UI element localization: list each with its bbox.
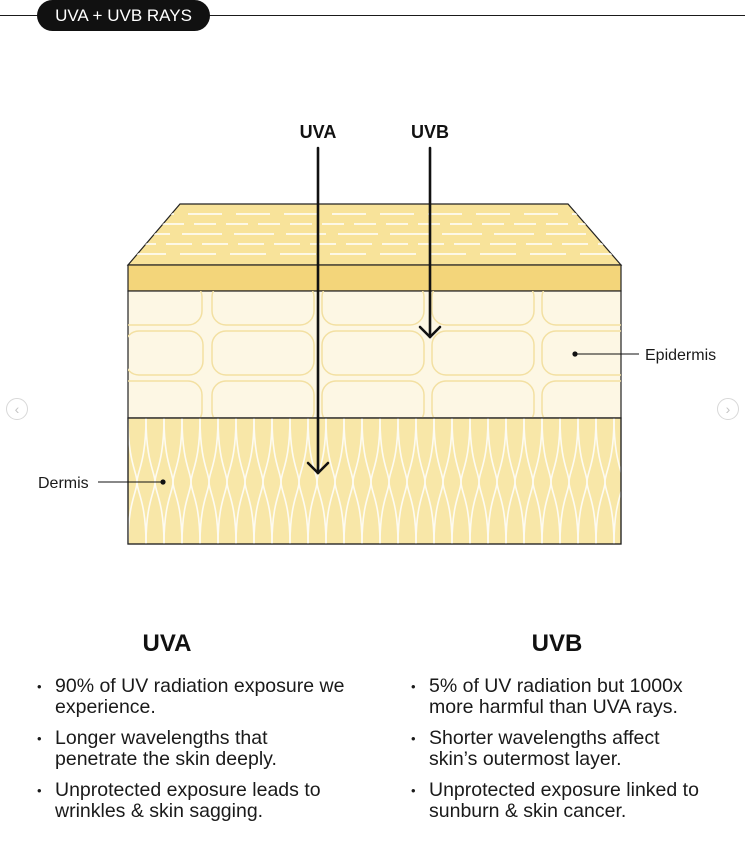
stratum-band <box>127 264 622 292</box>
dermis-fiber <box>460 418 471 544</box>
uva-arrow <box>306 146 330 475</box>
uva-points: 90% of UV radiation exposure we experien… <box>37 676 347 822</box>
list-item: 5% of UV radiation but 1000x more harmfu… <box>411 676 711 718</box>
dermis-callout <box>98 479 166 485</box>
dermis-fiber <box>172 418 183 544</box>
dermis-fiber <box>613 418 621 544</box>
uva-title: UVA <box>142 630 192 657</box>
epidermis-cells <box>128 291 621 418</box>
list-item: 90% of UV radiation exposure we experien… <box>37 676 347 718</box>
epidermis-layer <box>127 290 622 419</box>
dermis-fiber <box>532 418 543 544</box>
uva-column: UVA 90% of UV radiation exposure we expe… <box>37 630 347 832</box>
dermis-fiber <box>641 418 650 544</box>
uvb-column: UVB 5% of UV radiation but 1000x more ha… <box>411 630 711 832</box>
dermis-fiber <box>478 418 489 544</box>
uvb-points: 5% of UV radiation but 1000x more harmfu… <box>411 676 711 822</box>
prev-slide-button[interactable]: ‹ <box>6 398 28 420</box>
dermis-fibers <box>128 418 650 544</box>
epidermis-callout <box>572 351 639 357</box>
dermis-fiber <box>262 418 273 544</box>
header-rule <box>0 15 745 16</box>
dermis-fiber <box>604 418 615 544</box>
dermis-fiber <box>226 418 237 544</box>
chevron-right-icon: › <box>725 401 731 417</box>
uvb-title: UVB <box>531 630 583 657</box>
chevron-left-icon: ‹ <box>14 401 20 417</box>
dermis-fiber <box>298 418 309 544</box>
dermis-fiber <box>496 418 507 544</box>
dermis-fiber <box>623 418 632 544</box>
dermis-fiber <box>406 418 417 544</box>
dermis-fiber <box>316 418 327 544</box>
dermis-fiber <box>388 418 399 544</box>
dermis-fiber <box>568 418 579 544</box>
uvb-arrow <box>418 146 442 339</box>
dermis-label: Dermis <box>38 475 89 492</box>
section-pill: UVA + UVB RAYS <box>37 0 210 31</box>
next-slide-button[interactable]: › <box>717 398 739 420</box>
dermis-fiber <box>632 418 641 544</box>
dermis-fiber <box>442 418 453 544</box>
uvb-arrow-label: UVB <box>411 122 449 142</box>
skin-layers-diagram: UVA UVB Epidermis Dermis <box>38 122 716 545</box>
dermis-fiber <box>280 418 291 544</box>
dermis-layer <box>127 417 622 545</box>
dermis-fiber <box>244 418 255 544</box>
top-texture <box>130 213 620 255</box>
list-item: Longer wavelengths that penetrate the sk… <box>37 728 347 770</box>
dermis-fiber <box>550 418 561 544</box>
dermis-fiber <box>334 418 345 544</box>
dermis-fiber <box>586 418 597 544</box>
dermis-fiber <box>208 418 219 544</box>
list-item: Unprotected exposure leads to wrinkles &… <box>37 780 347 822</box>
dermis-fiber <box>514 418 525 544</box>
list-item: Shorter wavelengths affect skin’s outerm… <box>411 728 711 770</box>
list-item: Unprotected exposure linked to sunburn &… <box>411 780 711 822</box>
epidermis-label: Epidermis <box>645 347 716 364</box>
dermis-fiber <box>352 418 363 544</box>
dermis-fiber <box>424 418 435 544</box>
dermis-fiber <box>190 418 201 544</box>
uva-arrow-label: UVA <box>300 122 337 142</box>
dermis-fiber <box>370 418 381 544</box>
